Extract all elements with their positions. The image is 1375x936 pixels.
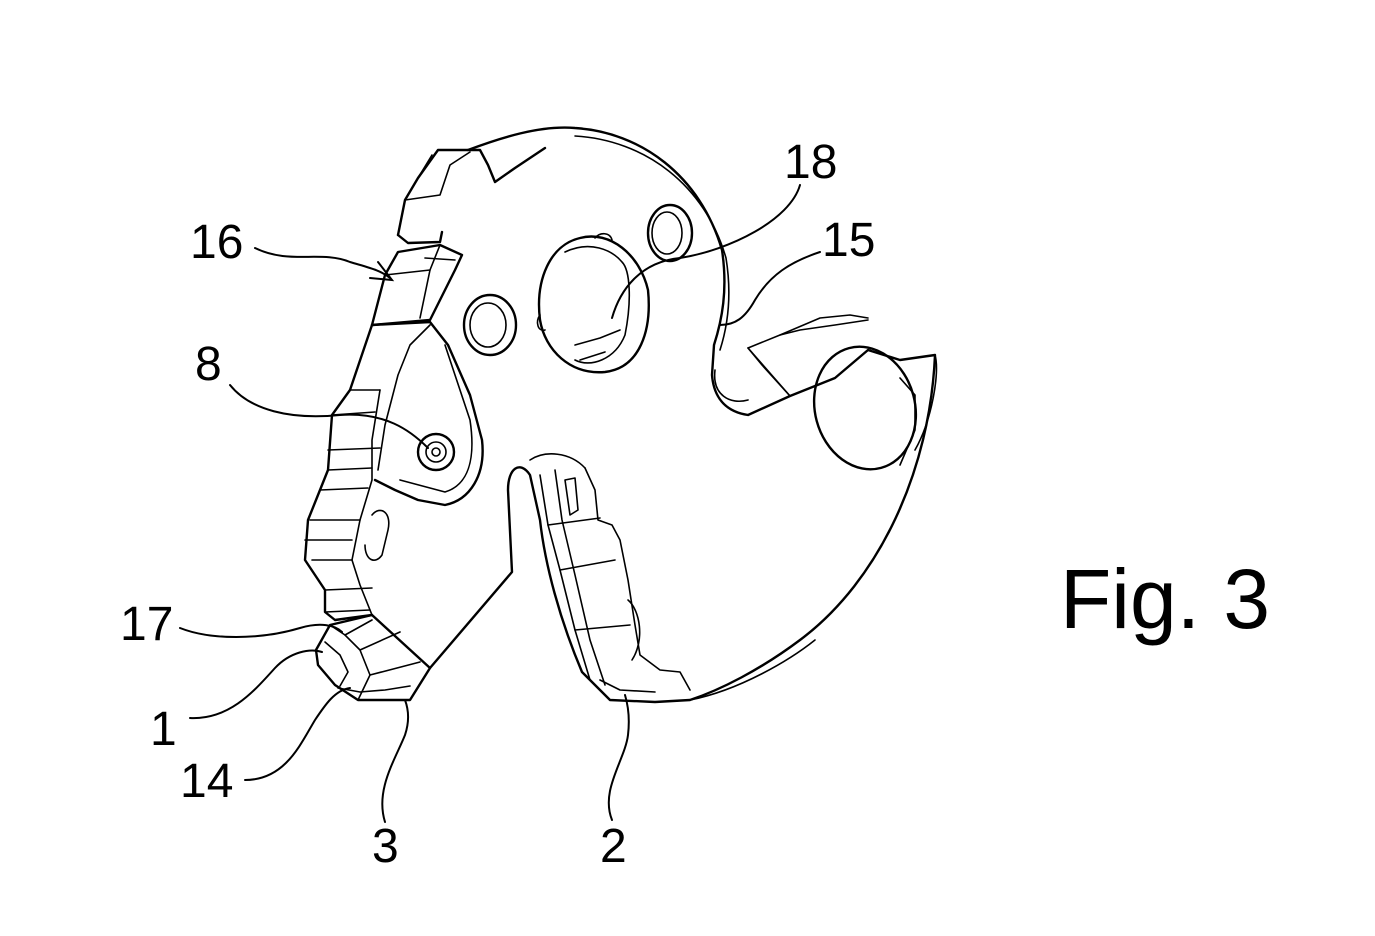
leader-8 bbox=[229, 384, 429, 449]
leader-17 bbox=[179, 623, 343, 638]
part-16-block bbox=[370, 243, 464, 327]
label-14: 14 bbox=[180, 755, 233, 808]
label-16: 16 bbox=[190, 216, 243, 269]
leader-14 bbox=[244, 687, 351, 781]
center-boss bbox=[536, 232, 650, 374]
leader-18 bbox=[611, 184, 801, 319]
label-17: 17 bbox=[120, 598, 173, 651]
label-1: 1 bbox=[150, 703, 177, 756]
part-8-arm bbox=[370, 320, 484, 507]
arrow-16 bbox=[369, 261, 395, 282]
label-3: 3 bbox=[372, 820, 399, 873]
label-8: 8 bbox=[195, 338, 222, 391]
part-2-slot-edge bbox=[529, 453, 691, 693]
label-18: 18 bbox=[784, 136, 837, 189]
right-lobe bbox=[713, 314, 918, 471]
leader-lines bbox=[179, 184, 821, 823]
leader-15 bbox=[719, 251, 821, 326]
part-3-block bbox=[314, 613, 432, 702]
hole-upper-right bbox=[646, 203, 694, 263]
leader-2 bbox=[607, 694, 630, 821]
hole-left bbox=[462, 293, 518, 357]
leader-1 bbox=[189, 649, 323, 720]
leader-3 bbox=[381, 699, 409, 823]
left-edge-stack bbox=[303, 323, 390, 622]
figure-caption: Fig. 3 bbox=[1060, 552, 1270, 646]
label-15: 15 bbox=[822, 214, 875, 267]
plate-body bbox=[428, 126, 938, 704]
label-2: 2 bbox=[600, 820, 627, 873]
top-tab bbox=[396, 146, 547, 245]
leader-16 bbox=[254, 247, 391, 279]
